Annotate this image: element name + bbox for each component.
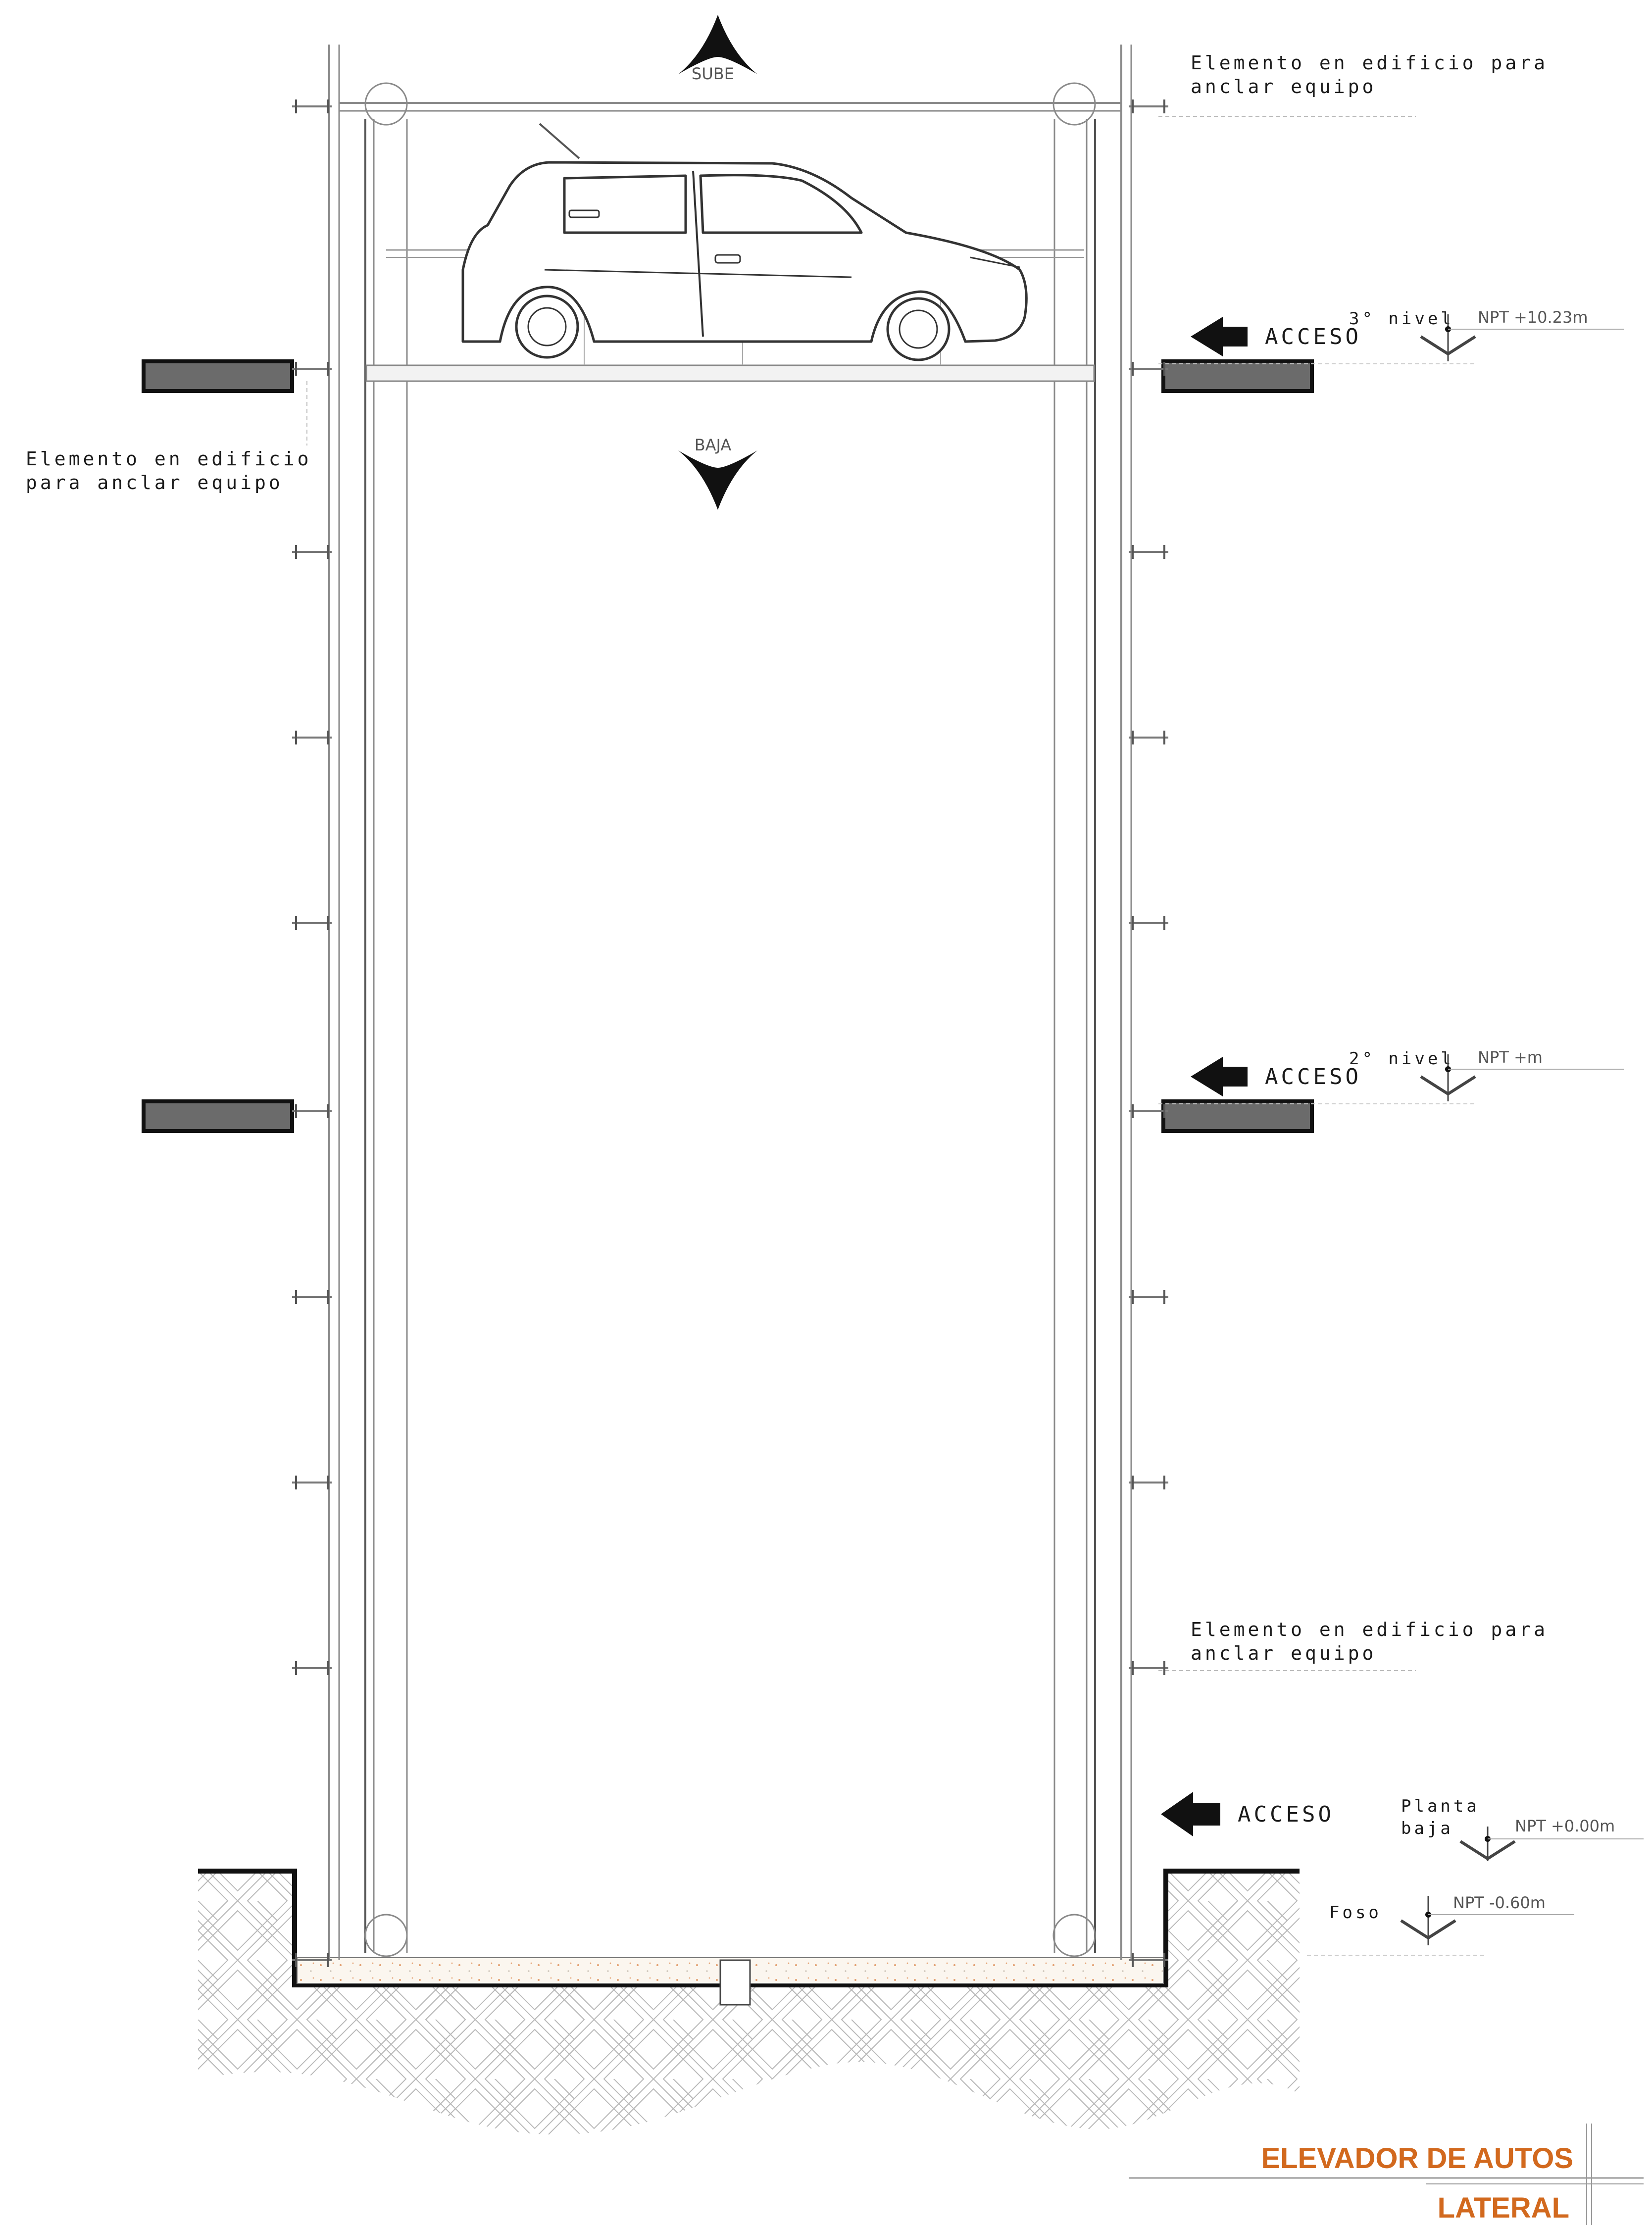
ground-section [198, 1869, 1300, 2135]
access-label: ACCESO [1265, 1064, 1361, 1089]
anchor-bolt-icon [292, 1290, 332, 1304]
anchor-note-line: Elemento en edificio para [1191, 1619, 1548, 1640]
level-2-annotation: ACCESO 2° nivel NPT +m [1158, 1048, 1624, 1104]
level-name: Foso [1329, 1903, 1382, 1923]
anchor-bolt-icon [292, 1104, 332, 1118]
anchor-note-line: anclar equipo [1191, 1642, 1376, 1664]
down-arrow-icon [678, 450, 757, 510]
anchor-note-line: para anclar equipo [26, 472, 283, 494]
level-marker-icon [1420, 1075, 1476, 1096]
anchor-bolt-icon [292, 1953, 332, 1967]
level-marker-icon [1420, 335, 1476, 356]
access-label: ACCESO [1238, 1802, 1334, 1827]
anchor-bolt-icon [292, 1476, 332, 1489]
direction-up-label: SUBE [692, 64, 734, 83]
access-arrow-icon [1191, 1057, 1248, 1096]
title-block: ELEVADOR DE AUTOS LATERAL [1129, 2124, 1644, 2225]
floor-slabs [142, 359, 1314, 1133]
anchor-note-left: Elemento en edificio para anclar equipo [26, 381, 312, 494]
up-arrow-icon [678, 15, 757, 74]
access-arrow-icon [1161, 1792, 1220, 1836]
anchor-note-line: Elemento en edificio [26, 448, 312, 470]
slab-level-2-left [142, 1099, 294, 1133]
slab-level-2-right [1161, 1099, 1314, 1133]
car-icon [461, 161, 1028, 361]
level-npt: NPT +0.00m [1515, 1817, 1615, 1835]
level-marker-icon [1459, 1840, 1516, 1861]
anchor-bolt-icon [292, 99, 332, 113]
anchor-note-lower-right: Elemento en edificio para anclar equipo [1158, 1619, 1548, 1671]
access-arrow-icon [1191, 317, 1248, 356]
anchor-bolt-icon [1129, 1953, 1168, 1967]
level-name: 3° nivel [1349, 309, 1454, 329]
slab-level-3-right [1161, 359, 1314, 393]
anchor-bolt-icon [292, 362, 332, 376]
anchor-bolt-icon [1129, 1104, 1168, 1118]
pit-drain [719, 1959, 751, 2006]
anchor-note-line: Elemento en edificio para [1191, 52, 1548, 74]
level-name: 2° nivel [1349, 1049, 1454, 1069]
level-marker-icon [1400, 1919, 1456, 1940]
drawing-subtitle: LATERAL [1438, 2192, 1569, 2224]
anchor-bolt-icon [1129, 731, 1168, 744]
anchor-bolt-icon [292, 545, 332, 559]
anchor-bolt-icon [292, 916, 332, 930]
level-3-annotation: ACCESO 3° nivel NPT +10.23m [1158, 308, 1624, 364]
anchor-bolt-icon [292, 1661, 332, 1675]
level-npt: NPT +m [1478, 1048, 1543, 1067]
anchor-bolt-icon [1129, 1290, 1168, 1304]
level-npt: NPT +10.23m [1478, 308, 1588, 327]
direction-down-label: BAJA [695, 436, 732, 454]
anchor-bolt-icon [1129, 1476, 1168, 1489]
anchor-bolts [292, 99, 1168, 1967]
level-name: Planta [1401, 1796, 1480, 1816]
anchor-bolt-icon [292, 731, 332, 744]
level-ground-annotation: ACCESO Planta baja NPT +0.00m [1161, 1792, 1644, 1861]
anchor-bolt-icon [1129, 916, 1168, 930]
anchor-bolt-icon [1129, 99, 1168, 113]
access-label: ACCESO [1265, 324, 1361, 349]
anchor-bolt-icon [1129, 362, 1168, 376]
anchor-bolt-icon [1129, 545, 1168, 559]
level-npt: NPT -0.60m [1453, 1893, 1546, 1912]
anchor-note-line: anclar equipo [1191, 76, 1376, 98]
slab-level-3-left [142, 359, 294, 393]
drawing-title: ELEVADOR DE AUTOS [1261, 2142, 1573, 2175]
anchor-note-top-right: Elemento en edificio para anclar equipo [1158, 52, 1548, 117]
level-pit-annotation: Foso NPT -0.60m [1307, 1893, 1574, 1956]
anchor-bolt-icon [1129, 1661, 1168, 1675]
elevator-structure [328, 45, 1132, 1960]
level-name: baja [1401, 1819, 1453, 1838]
